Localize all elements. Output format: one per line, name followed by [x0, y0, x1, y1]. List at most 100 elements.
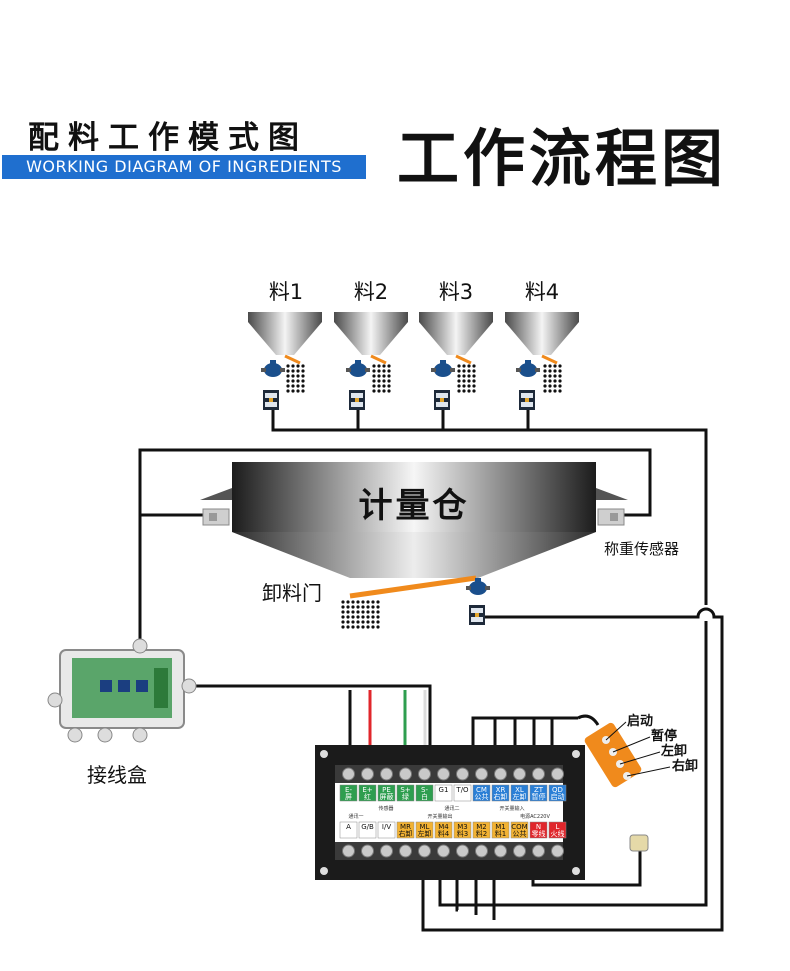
terminal-group-caption: 开关量输入 — [499, 805, 524, 812]
hopper-label-4: 料4 — [524, 280, 560, 304]
weigh-bin-label: 计量仓 — [358, 486, 470, 526]
bottom-terminal-screw — [342, 844, 355, 858]
top-terminal-sub: 绿 — [402, 792, 409, 801]
top-terminal-sub: 公共 — [475, 792, 489, 801]
top-terminal-code: S+ — [400, 786, 410, 794]
diagram-title-cn: 配料工作模式图 — [28, 120, 308, 156]
bottom-terminal-box — [434, 821, 453, 839]
bottom-terminal-box — [377, 821, 396, 839]
hopper-label-1: 料1 — [268, 280, 304, 304]
top-terminal-screw — [456, 767, 469, 781]
bottom-terminal-box — [510, 821, 529, 839]
bottom-terminal-screw — [437, 844, 450, 858]
terminal-group-caption: 开关量输出 — [427, 813, 452, 820]
bottom-terminal-box — [529, 821, 548, 839]
bottom-terminal-code: M4 — [438, 823, 449, 831]
bottom-terminal-code: COM — [511, 823, 527, 831]
hopper-label-2: 料2 — [353, 280, 389, 304]
terminal-group-caption: 传感器 — [378, 805, 393, 812]
top-terminal-screw — [494, 767, 507, 781]
bottom-terminal-code: A — [346, 823, 351, 831]
bottom-terminal-sub: 公共 — [513, 829, 527, 838]
hopper-4 — [505, 312, 579, 410]
pendant-button-start: 启动 — [627, 714, 654, 729]
bottom-terminal-sub: 料2 — [476, 829, 487, 838]
bottom-terminal-code: I/V — [382, 823, 391, 831]
bottom-terminal-box — [339, 821, 358, 839]
bottom-terminal-screw — [551, 844, 564, 858]
terminal-group-caption: 通讯二 — [444, 805, 459, 812]
bottom-terminal-code: M2 — [476, 823, 487, 831]
page-title: 工作流程图 — [397, 122, 728, 195]
top-terminal-code: E+ — [362, 786, 372, 794]
bottom-terminal-screw — [532, 844, 545, 858]
bottom-terminal-code: ML — [420, 823, 430, 831]
hopper-2 — [334, 312, 408, 410]
top-terminal-code: QD — [552, 786, 563, 794]
bottom-terminal-code: M1 — [495, 823, 506, 831]
bottom-terminal-sub: 料4 — [438, 829, 450, 838]
bottom-terminal-sub: 零线 — [532, 829, 546, 838]
top-terminal-code: ZT — [534, 786, 544, 794]
top-terminal-box — [453, 784, 472, 802]
top-terminal-code: CM — [476, 786, 487, 794]
load-cell-left — [202, 508, 230, 526]
hopper-group — [248, 312, 579, 410]
top-terminal-sub: 屏 — [345, 793, 352, 801]
bottom-terminal-screw — [418, 844, 431, 858]
top-terminal-screw — [399, 767, 412, 781]
top-terminal-screw — [418, 767, 431, 781]
pendant-button-left-discharge: 左卸 — [661, 744, 688, 759]
top-terminal-box — [358, 784, 377, 802]
bottom-terminal-code: MR — [400, 823, 411, 831]
top-terminal-sub: 左卸 — [513, 792, 527, 801]
bottom-terminal-sub: 料1 — [495, 829, 506, 838]
bottom-terminal-screw — [513, 844, 526, 858]
top-terminal-box — [339, 784, 358, 802]
top-terminal-code: E- — [345, 786, 352, 794]
bottom-terminal-code: L — [556, 823, 560, 831]
terminal-group-caption: 电源AC220V — [520, 813, 550, 820]
junction-box-label: 接线盒 — [87, 763, 147, 787]
top-terminal-box — [510, 784, 529, 802]
top-terminal-box — [472, 784, 491, 802]
bottom-terminal-screw — [361, 844, 374, 858]
bottom-terminal-box — [548, 821, 567, 839]
top-terminal-code: S- — [421, 786, 428, 794]
load-cell-label: 称重传感器 — [604, 540, 680, 558]
discharge-gate-graphic — [341, 575, 490, 629]
top-terminal-code: XR — [496, 786, 506, 794]
bottom-terminal-screw — [399, 844, 412, 858]
power-plug-graphic — [629, 834, 649, 852]
top-terminal-screw — [437, 767, 450, 781]
top-terminal-sub: 右卸 — [494, 792, 508, 801]
top-terminal-box — [529, 784, 548, 802]
bottom-terminal-box — [472, 821, 491, 839]
top-terminal-sub: 白 — [421, 792, 428, 801]
top-terminal-screw — [380, 767, 393, 781]
bottom-terminal-screw — [380, 844, 393, 858]
top-terminal-screw — [532, 767, 545, 781]
hopper-label-3: 料3 — [438, 280, 474, 304]
top-terminal-box — [415, 784, 434, 802]
diagram-subtitle-en: WORKING DIAGRAM OF INGREDIENTS — [2, 155, 366, 179]
bottom-terminal-screw — [494, 844, 507, 858]
top-terminal-box — [434, 784, 453, 802]
bottom-terminal-sub: 火线 — [551, 829, 565, 838]
top-terminal-screw — [475, 767, 488, 781]
bottom-terminal-screw — [456, 844, 469, 858]
discharge-gate-label: 卸料门 — [262, 581, 322, 605]
bottom-terminal-box — [453, 821, 472, 839]
pendant-graphic — [577, 714, 671, 788]
top-terminal-code: G1 — [439, 786, 449, 794]
top-terminal-code: PE — [382, 786, 391, 794]
junction-box-graphic — [47, 638, 197, 743]
top-terminal-code: XL — [515, 786, 524, 794]
pendant-button-right-discharge: 右卸 — [672, 759, 699, 774]
top-terminal-code: T/O — [455, 786, 469, 794]
bottom-terminal-box — [491, 821, 510, 839]
top-terminal-box — [548, 784, 567, 802]
bottom-terminal-sub: 料3 — [457, 829, 468, 838]
